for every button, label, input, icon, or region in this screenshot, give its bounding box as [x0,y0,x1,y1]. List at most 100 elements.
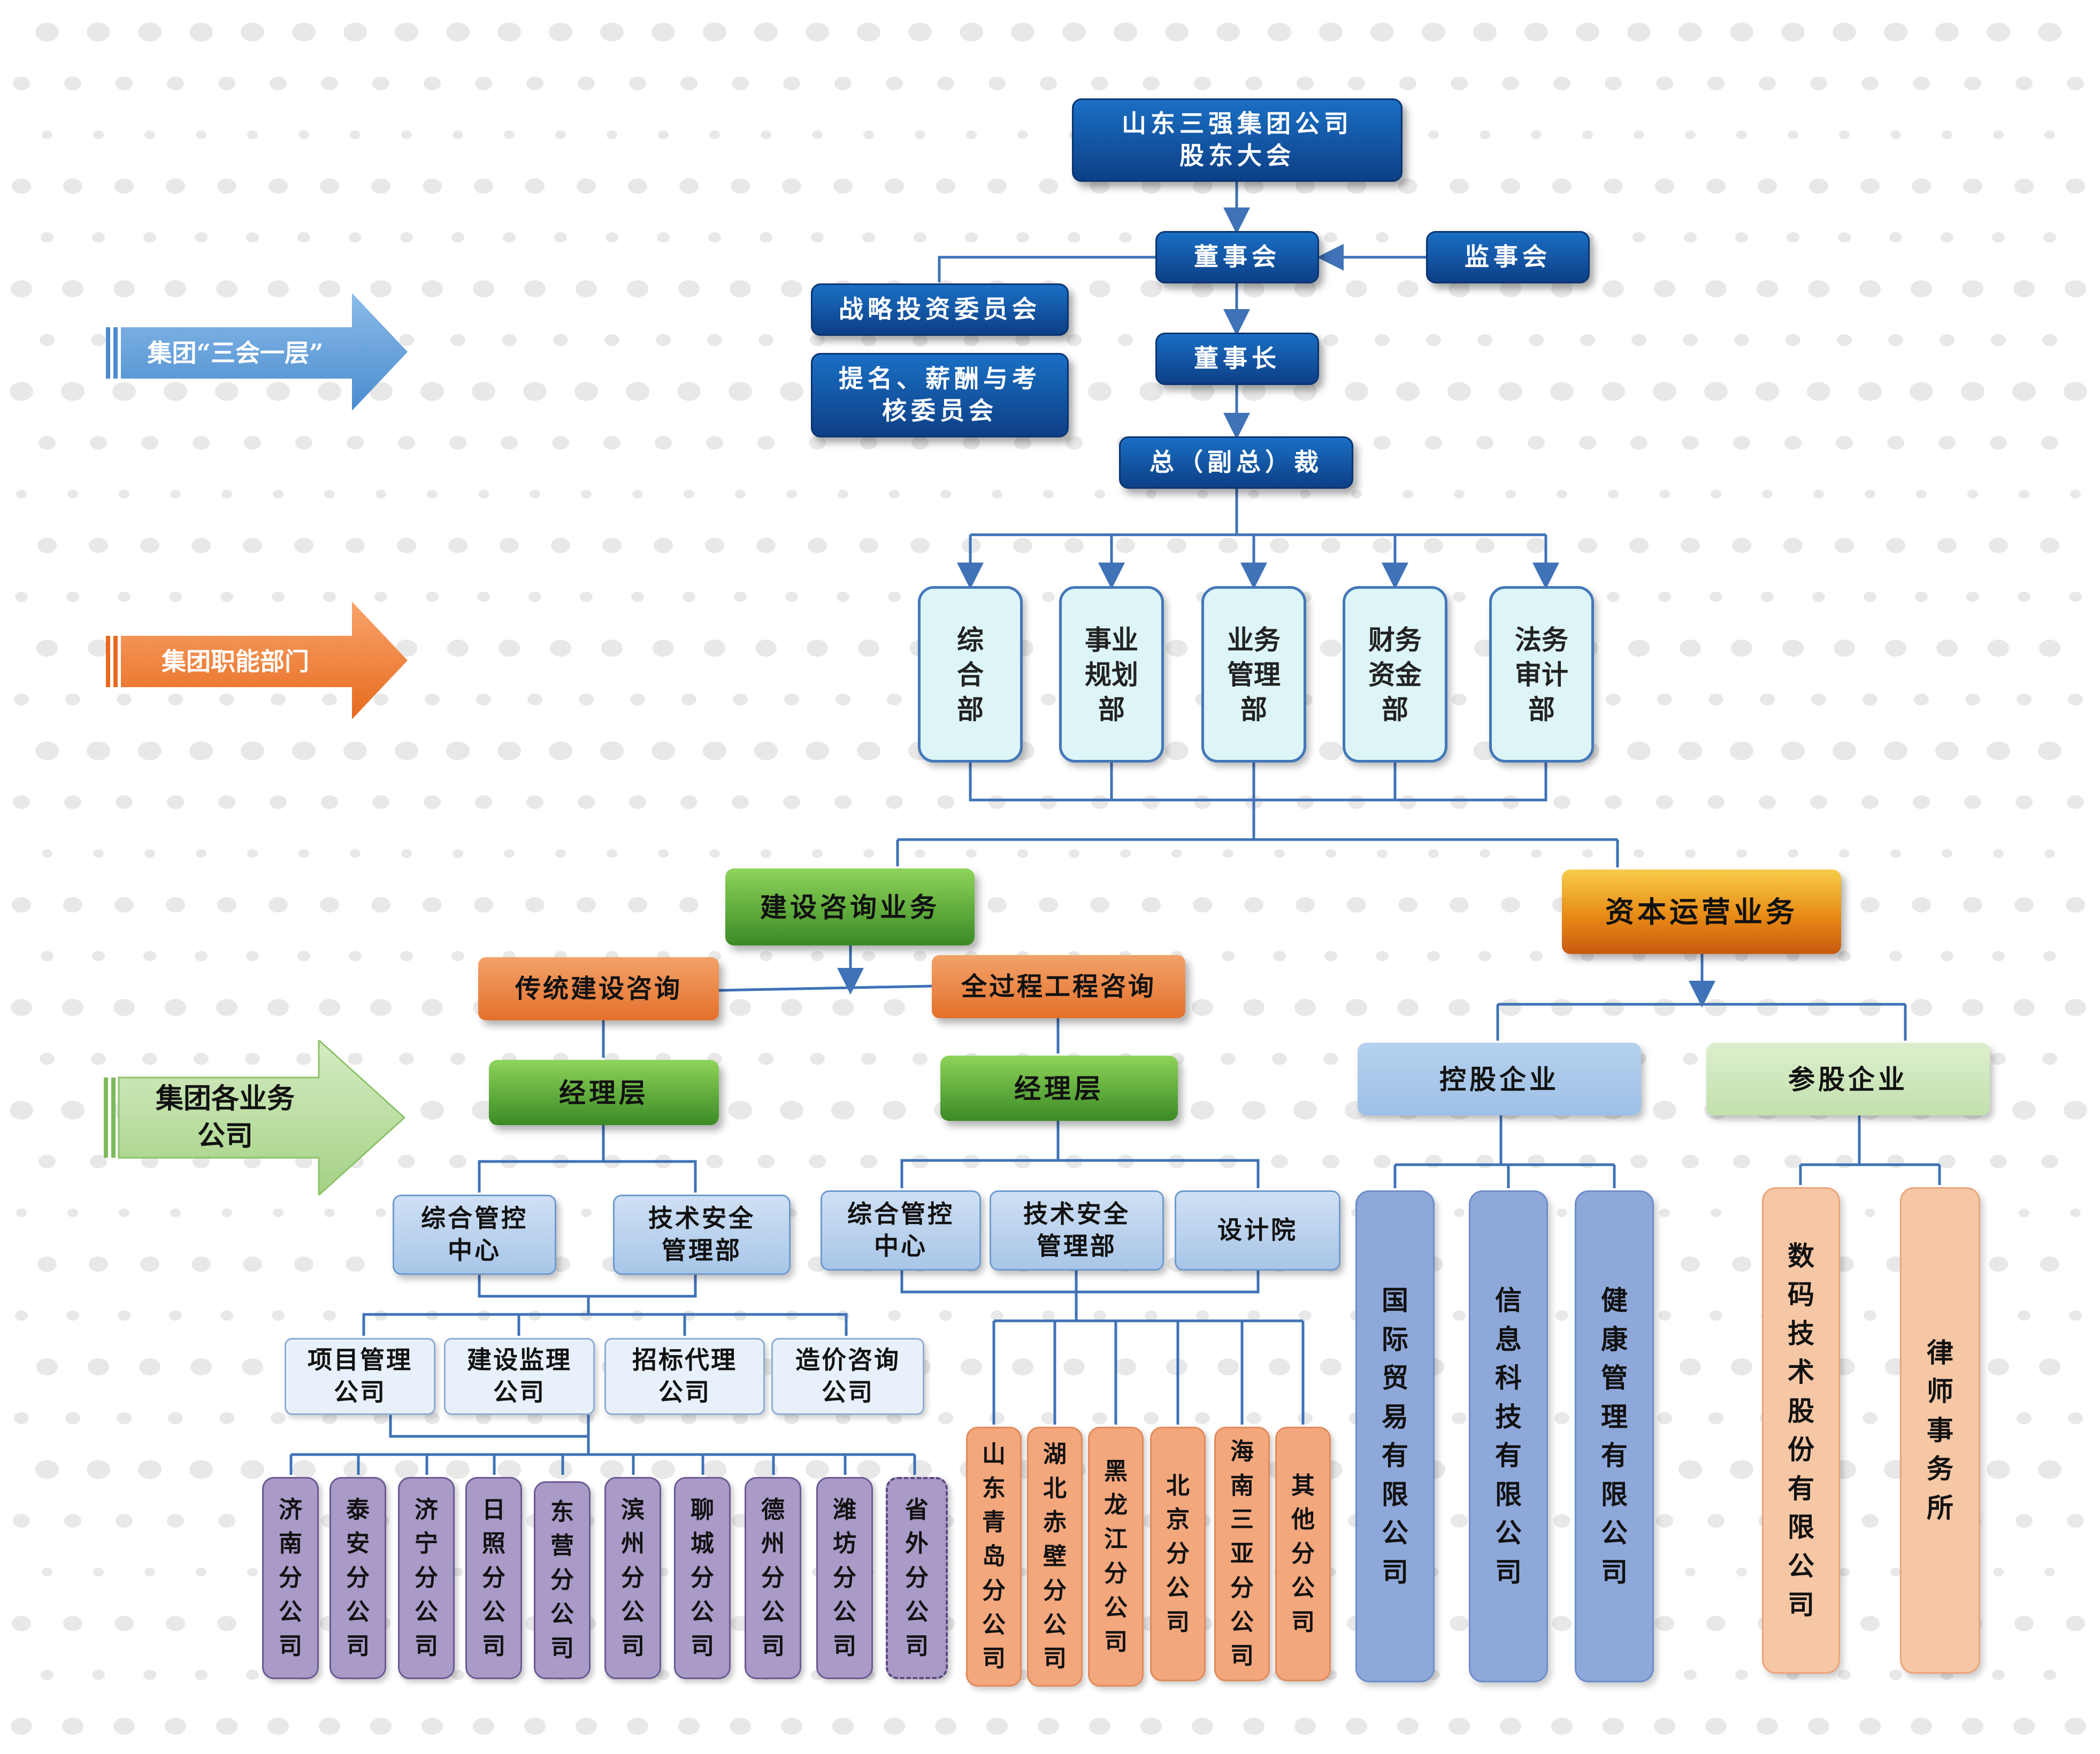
background-dot [1938,1155,1956,1168]
background-dot [2014,1615,2034,1632]
background-dot [1708,1412,1723,1425]
background-dot [1782,640,1804,657]
background-dot [1890,849,1901,858]
background-dot [652,22,675,42]
capital-operation-business: 资本运营业务 [1562,870,1841,954]
background-dot [754,1460,778,1479]
background-dot [1117,1155,1134,1168]
background-dot [1298,1412,1313,1425]
background-dot [1293,382,1317,401]
background-dot [1582,130,1593,139]
background-dot [1914,693,1929,706]
background-dot [1094,490,1105,498]
background-dot [2043,1670,2056,1680]
background-dot [370,280,392,297]
branch-jining: 济 宁 分 公 司 [398,1477,455,1679]
background-dot [1143,795,1160,809]
background-dot [349,232,362,243]
background-dot [1066,436,1083,450]
background-dot [1989,1256,2008,1272]
background-dot [1708,693,1723,706]
background-dot [1835,537,1854,553]
background-dot [862,951,875,961]
background-dot [988,76,1006,90]
background-dot [451,951,464,961]
background-dot [601,640,623,657]
background-dot [61,1101,85,1120]
background-dot [1838,951,1851,961]
background-dot [992,490,1002,498]
background-dot [1012,1358,1033,1375]
background-dot [963,436,980,450]
background-dot [1653,382,1676,401]
background-dot [1837,334,1852,347]
background-dot [12,897,31,913]
background-dot [630,693,645,706]
background-dot [1887,436,1904,450]
background-dot [216,1718,237,1735]
background-dot [1274,849,1285,858]
background-dot [1144,1412,1159,1425]
background-dot [652,1460,675,1479]
background-dot [217,178,236,194]
background-dot [215,382,239,401]
background-dot [349,951,362,961]
background-dot [552,1155,569,1168]
background-dot [170,490,181,498]
background-dot [1475,537,1494,553]
background-dot [961,1358,982,1375]
background-dot [658,849,669,858]
background-dot [1399,76,1416,90]
arrow-right-icon [104,1038,406,1197]
background-dot [449,1155,466,1168]
background-dot [1733,436,1750,450]
background-dot [1553,795,1570,809]
background-dot [2044,130,2055,139]
branch-dezhou: 德 州 分 公 司 [745,1477,801,1679]
background-dot [16,490,27,498]
background-dot [579,693,594,706]
background-dot [1063,1358,1085,1375]
background-dot [1711,1209,1721,1217]
background-dot [346,1256,365,1272]
board-of-supervisors: 监事会 [1426,231,1590,283]
background-dot [42,130,52,139]
background-dot [1319,741,1343,760]
background-dot [1145,1310,1158,1321]
background-dot [165,999,186,1016]
branch-weifang: 潍 坊 分 公 司 [816,1477,873,1679]
background-dot [831,1101,855,1120]
background-dot [244,436,261,450]
president: 总（副总）裁 [1119,436,1353,489]
background-dot [1345,382,1368,401]
tag-functional-departments: 集团职能部门 [102,602,412,719]
background-dot [1912,897,1931,913]
background-dot [656,334,671,347]
background-dot [1171,849,1182,858]
background-dot [861,334,876,347]
background-dot [963,1155,980,1168]
background-dot [1550,382,1574,401]
background-dot [1757,280,1778,297]
background-dot [1297,76,1314,90]
background-dot [2012,1101,2036,1120]
background-dot [1480,130,1490,139]
background-dot [36,1358,58,1375]
background-dot [451,1670,464,1680]
background-dot [2042,334,2057,347]
background-dot [1863,693,1877,706]
background-dot [217,897,236,913]
background-dot [1553,76,1570,90]
background-dot [1119,232,1132,243]
background-dot [2044,1568,2055,1576]
branch-dongying: 东 营 分 公 司 [534,1481,591,1679]
background-dot [735,490,746,498]
background-dot [1428,130,1439,139]
background-dot [1731,640,1752,657]
background-dot [1861,795,1879,809]
background-dot [554,232,567,243]
background-dot [960,22,983,42]
background-dot [449,436,466,450]
background-dot [1578,537,1597,553]
background-dot [2015,1514,2033,1528]
